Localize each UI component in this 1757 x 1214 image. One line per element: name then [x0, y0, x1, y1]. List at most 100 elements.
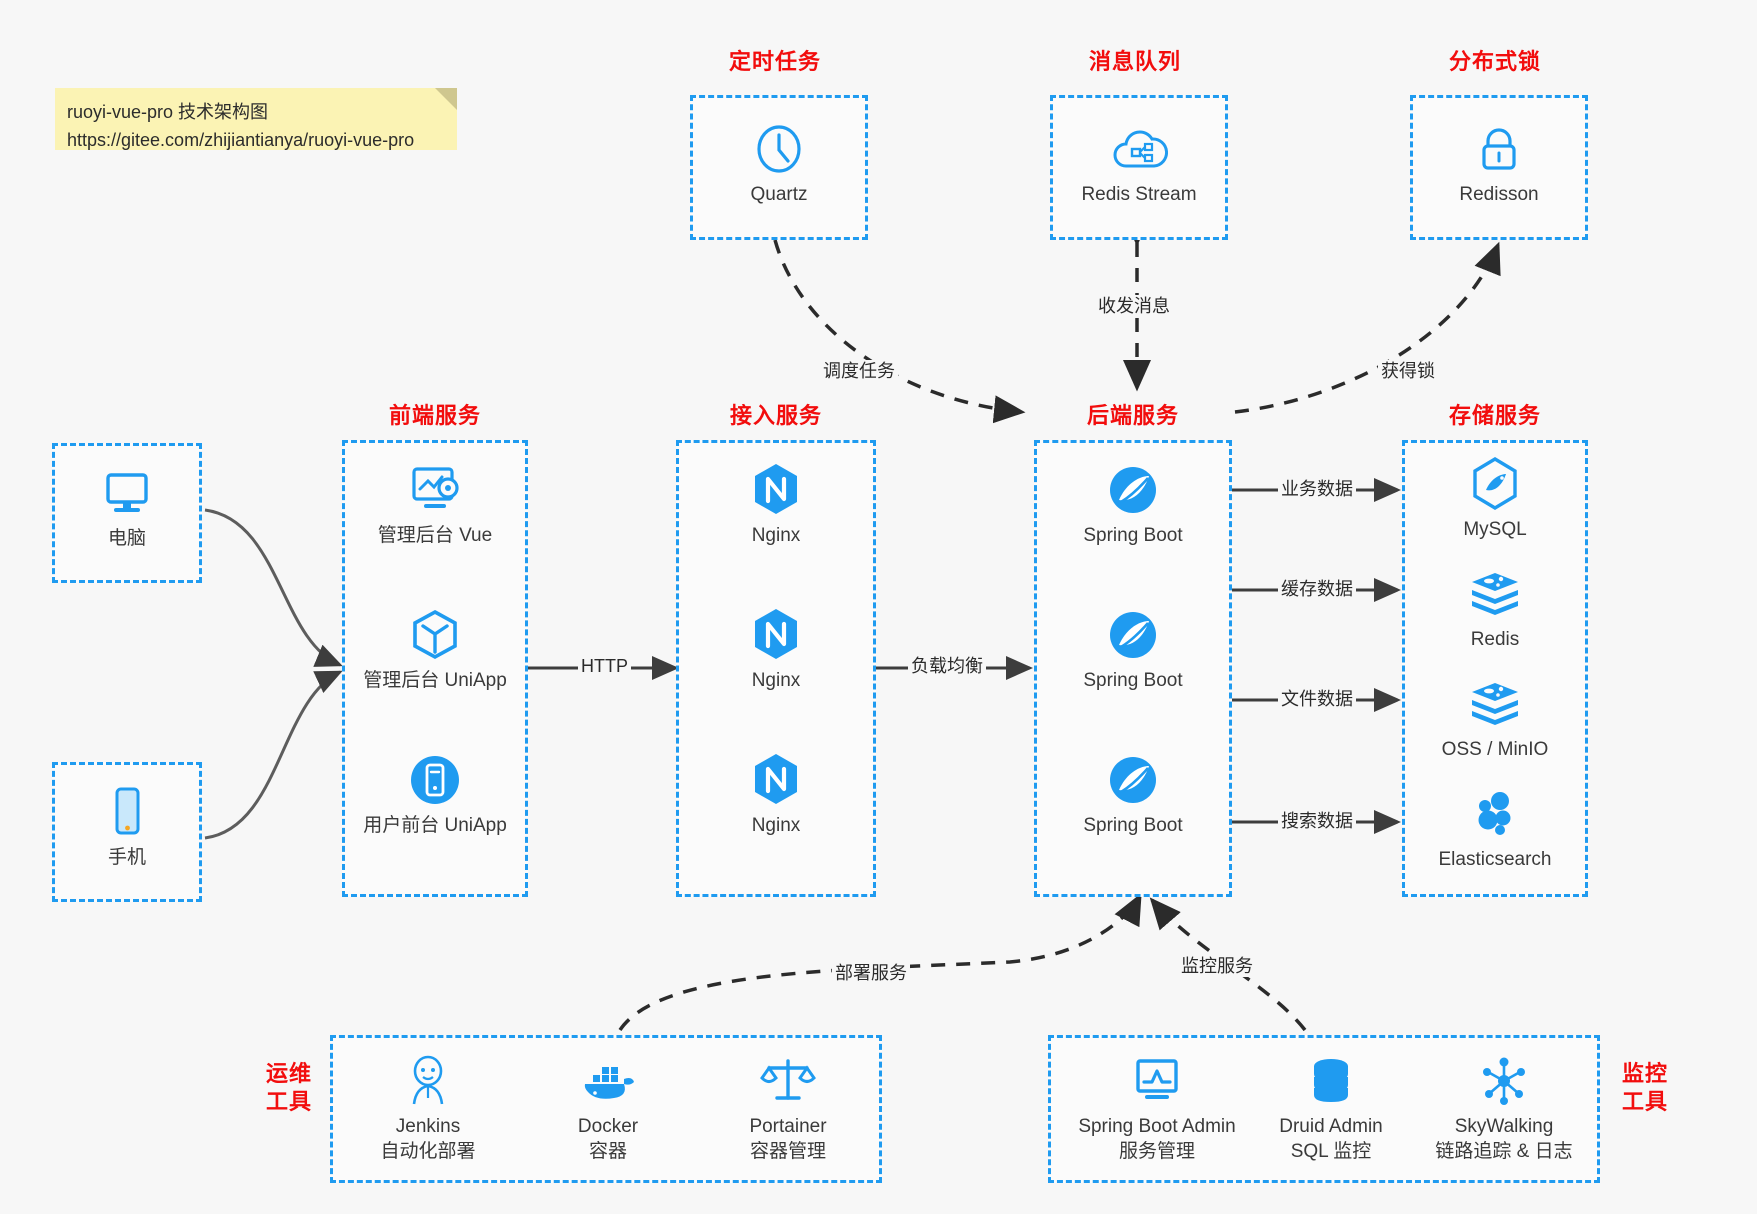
lock-icon: [1413, 120, 1585, 178]
app-circle-icon: [345, 751, 525, 809]
scales-icon: [703, 1052, 873, 1110]
elasticsearch-icon: [1405, 785, 1585, 843]
edge-label-getlock: 获得锁: [1378, 360, 1438, 382]
node-mobile[interactable]: 手机: [55, 783, 199, 870]
caption-mq: 消息队列: [1088, 49, 1181, 74]
node-label: Druid Admin: [1279, 1116, 1383, 1137]
nginx-icon: [679, 461, 873, 519]
node-label: Spring Boot: [1083, 525, 1183, 546]
node-portainer[interactable]: Portainer 容器管理: [703, 1052, 873, 1164]
node-jenkins[interactable]: Jenkins 自动化部署: [343, 1052, 513, 1164]
node-label: 管理后台 Vue: [377, 525, 493, 546]
note-url: https://gitee.com/zhijiantianya/ruoyi-vu…: [67, 130, 415, 150]
group-monitor: Spring Boot Admin 服务管理 Druid Admin SQL 监…: [1048, 1035, 1600, 1183]
edge-label-monitor: 监控服务: [1178, 955, 1256, 977]
caption-scheduler: 定时任务: [728, 49, 821, 74]
node-admin-uniapp[interactable]: 管理后台 UniApp: [345, 606, 525, 693]
node-label: MySQL: [1463, 519, 1527, 540]
edge-label-deploy: 部署服务: [832, 962, 910, 984]
note-fold-corner: [435, 88, 457, 110]
node-nginx-2[interactable]: Nginx: [679, 606, 873, 693]
group-scheduler: Quartz: [690, 95, 868, 240]
node-label: Nginx: [751, 525, 801, 546]
redis-icon: [1405, 565, 1585, 623]
node-user-uniapp[interactable]: 用户前台 UniApp: [345, 751, 525, 838]
node-springboot-2[interactable]: Spring Boot: [1037, 606, 1229, 693]
node-redis-stream[interactable]: Redis Stream: [1053, 120, 1225, 207]
group-frontend: 管理后台 Vue 管理后台 UniApp 用户前台 UniApp: [342, 440, 528, 897]
node-label: Jenkins: [395, 1116, 461, 1137]
cloud-stream-icon: [1053, 120, 1225, 178]
group-lock: Redisson: [1410, 95, 1588, 240]
note-title: ruoyi-vue-pro 技术架构图: [67, 102, 269, 122]
node-elasticsearch[interactable]: Elasticsearch: [1405, 785, 1585, 872]
edge-label-file-data: 文件数据: [1278, 688, 1356, 710]
node-computer[interactable]: 电脑: [55, 464, 199, 551]
caption-monitor-line1: 监控: [1621, 1061, 1668, 1086]
caption-backend: 后端服务: [1086, 403, 1179, 428]
edge-label-search-data: 搜索数据: [1278, 810, 1356, 832]
node-nginx-3[interactable]: Nginx: [679, 751, 873, 838]
node-label: Redis: [1470, 629, 1520, 650]
node-druid-admin[interactable]: Druid Admin SQL 监控: [1251, 1052, 1411, 1164]
dashboard-gear-icon: [345, 461, 525, 519]
node-redisson[interactable]: Redisson: [1413, 120, 1585, 207]
caption-monitor: 监控 工具: [1614, 1060, 1676, 1116]
caption-access: 接入服务: [729, 403, 822, 428]
docker-icon: [523, 1052, 693, 1110]
node-nginx-1[interactable]: Nginx: [679, 461, 873, 548]
node-label: 管理后台 UniApp: [363, 670, 507, 691]
desktop-icon: [55, 464, 199, 522]
node-label: Elasticsearch: [1438, 849, 1552, 870]
node-admin-vue[interactable]: 管理后台 Vue: [345, 461, 525, 548]
node-springboot-3[interactable]: Spring Boot: [1037, 751, 1229, 838]
skywalking-icon: [1409, 1052, 1599, 1110]
node-sublabel: 服务管理: [1118, 1141, 1195, 1162]
node-label: Spring Boot Admin: [1078, 1116, 1236, 1137]
caption-devops: 运维 工具: [258, 1060, 320, 1116]
node-label: Redisson: [1459, 184, 1539, 205]
node-label: Redis Stream: [1081, 184, 1197, 205]
node-label: Portainer: [749, 1116, 827, 1137]
caption-lock: 分布式锁: [1448, 49, 1541, 74]
group-client-pc: 电脑: [52, 443, 202, 583]
nginx-icon: [679, 606, 873, 664]
node-spring-boot-admin[interactable]: Spring Boot Admin 服务管理: [1057, 1052, 1257, 1164]
node-label: 用户前台 UniApp: [363, 815, 507, 836]
spring-boot-icon: [1037, 461, 1229, 519]
group-backend: Spring Boot Spring Boot Spring Boot: [1034, 440, 1232, 897]
mobile-icon: [55, 783, 199, 841]
node-mysql[interactable]: MySQL: [1405, 455, 1585, 542]
node-label: SkyWalking: [1454, 1116, 1554, 1137]
cube-icon: [345, 606, 525, 664]
node-label: 手机: [107, 847, 146, 868]
edge-label-schedule: 调度任务: [820, 360, 898, 382]
node-label: Spring Boot: [1083, 815, 1183, 836]
group-access: Nginx Nginx Nginx: [676, 440, 876, 897]
node-redis[interactable]: Redis: [1405, 565, 1585, 652]
mysql-icon: [1405, 455, 1585, 513]
node-sublabel: 容器: [588, 1141, 627, 1162]
edge-label-mq: 收发消息: [1095, 295, 1173, 317]
database-icon: [1251, 1052, 1411, 1110]
spring-boot-icon: [1037, 751, 1229, 809]
node-skywalking[interactable]: SkyWalking 链路追踪 & 日志: [1409, 1052, 1599, 1164]
node-label: OSS / MinIO: [1441, 739, 1549, 760]
caption-frontend: 前端服务: [388, 403, 481, 428]
node-label: Spring Boot: [1083, 670, 1183, 691]
group-client-mobile: 手机: [52, 762, 202, 902]
group-devops: Jenkins 自动化部署 Docker 容器: [330, 1035, 882, 1183]
group-storage: MySQL Redis: [1402, 440, 1588, 897]
node-label: Nginx: [751, 670, 801, 691]
clock-icon: [693, 120, 865, 178]
node-quartz[interactable]: Quartz: [693, 120, 865, 207]
node-label: Quartz: [750, 184, 808, 205]
node-label: 电脑: [107, 528, 146, 549]
node-oss-minio[interactable]: OSS / MinIO: [1405, 675, 1585, 762]
node-springboot-1[interactable]: Spring Boot: [1037, 461, 1229, 548]
node-docker[interactable]: Docker 容器: [523, 1052, 693, 1164]
diagram-note: ruoyi-vue-pro 技术架构图 https://gitee.com/zh…: [55, 88, 457, 150]
node-sublabel: 容器管理: [749, 1141, 826, 1162]
caption-devops-line1: 运维: [265, 1061, 312, 1086]
